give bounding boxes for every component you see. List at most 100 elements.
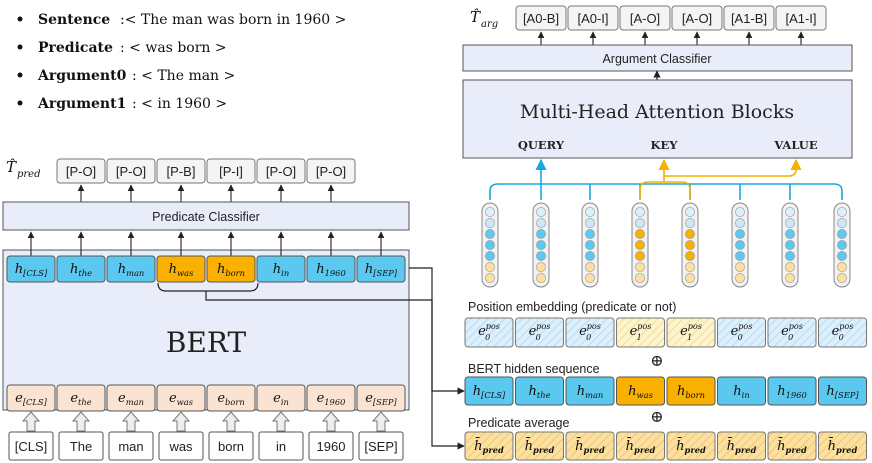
right-hidden-born: hborn xyxy=(666,376,716,406)
argument-output-label: [A0-I] xyxy=(577,11,608,26)
left-hidden-symbol: hborn xyxy=(217,262,245,278)
predicate-output-label: [P-B] xyxy=(167,164,196,179)
example-bullets: Sentence :< The man was born in 1960 > P… xyxy=(17,12,346,112)
predicate-output-labels: [P-O][P-O][P-B][P-I][P-O][P-O] xyxy=(56,158,356,202)
left-hidden-symbol: h[SEP] xyxy=(365,262,398,278)
predicate-classifier-label: Predicate Classifier xyxy=(152,210,260,224)
predicate-average-symbol: h̄pred xyxy=(474,437,504,455)
input-token-label: in xyxy=(276,439,286,454)
right-hidden-symbol: h[CLS] xyxy=(473,384,506,400)
predicate-average-symbol: h̄pred xyxy=(828,437,858,455)
key-label: KEY xyxy=(651,138,679,152)
predicate-average-4: h̄pred xyxy=(666,431,716,461)
predicate-average-symbol: h̄pred xyxy=(626,437,656,455)
t-pred-subscript: pred xyxy=(17,169,41,180)
input-token-5: in xyxy=(258,411,304,461)
left-hidden-in: hin xyxy=(256,231,306,283)
vector-column-5 xyxy=(731,202,749,288)
argument1-value: : < in 1960 > xyxy=(132,96,227,112)
left-embedding-[SEP]: e[SEP] xyxy=(356,384,406,412)
predicate-average-2: h̄pred xyxy=(565,431,615,461)
argument-output-labels: [A0-B][A0-I][A-O][A-O][A1-B][A1-I] xyxy=(515,5,827,45)
argument-output-3: [A-O] xyxy=(671,5,723,45)
argument-output-5: [A1-I] xyxy=(775,5,827,45)
input-token-label: 1960 xyxy=(317,439,346,454)
predicate-average-symbol: h̄pred xyxy=(777,437,807,455)
plus-symbol-1: ⊕ xyxy=(650,351,663,370)
t-pred-symbol: T̂ xyxy=(6,158,17,176)
left-hidden-symbol: h1960 xyxy=(316,262,346,278)
example-item-sentence: Sentence :< The man was born in 1960 > xyxy=(17,12,346,28)
left-embedding-symbol: eman xyxy=(118,391,144,407)
predicate-output-label: [P-O] xyxy=(66,164,96,179)
predicate-output-4: [P-O] xyxy=(256,158,306,202)
predicate-output-3: [P-I] xyxy=(206,158,256,202)
predicate-average-0: h̄pred xyxy=(464,431,514,461)
example-item-argument0: Argument0 : < The man > xyxy=(17,68,235,84)
argument-output-label: [A-O] xyxy=(682,11,712,26)
left-hidden-[CLS]: h[CLS] xyxy=(6,231,56,283)
hidden-to-right-connector xyxy=(409,267,465,395)
input-token-label: [CLS] xyxy=(15,439,48,454)
input-token-0: [CLS] xyxy=(8,411,54,461)
left-hidden-was: hwas xyxy=(156,231,206,283)
left-hidden-symbol: hwas xyxy=(169,262,194,278)
right-hidden-1960: h1960 xyxy=(767,376,817,406)
left-hidden-1960: h1960 xyxy=(306,231,356,283)
predicate-output-1: [P-O] xyxy=(106,158,156,202)
left-hidden-symbol: hin xyxy=(273,262,289,278)
right-hidden-man: hman xyxy=(565,376,615,406)
predicate-average-symbol: h̄pred xyxy=(727,437,757,455)
predicate-output-label: [P-O] xyxy=(266,164,296,179)
right-hidden-symbol: hin xyxy=(733,384,749,400)
predicate-output-2: [P-B] xyxy=(156,158,206,202)
left-hidden-the: hthe xyxy=(56,231,106,283)
vector-column-6 xyxy=(781,202,799,288)
left-hidden-born: hborn xyxy=(206,231,256,283)
predicate-average-symbol: h̄pred xyxy=(575,437,605,455)
right-hidden-symbol: hwas xyxy=(628,384,653,400)
predicate-key: Predicate xyxy=(38,40,113,56)
predicate-span-bracket xyxy=(157,282,259,292)
left-embedding-in: ein xyxy=(256,384,306,412)
plus-symbol-2: ⊕ xyxy=(650,407,663,426)
input-token-3: was xyxy=(158,411,204,461)
right-hidden-[SEP]: h[SEP] xyxy=(818,376,867,406)
input-token-1: The xyxy=(58,411,104,461)
argument0-value: : < The man > xyxy=(132,68,235,84)
input-token-2: man xyxy=(108,411,154,461)
input-token-4: born xyxy=(208,411,254,461)
input-token-label: man xyxy=(118,439,143,454)
key-value-input-lines xyxy=(639,158,802,200)
right-hidden-was: hwas xyxy=(616,376,665,406)
right-hidden-in: hin xyxy=(717,376,766,406)
left-embedding-symbol: e1960 xyxy=(317,391,347,407)
predicate-average-3: h̄pred xyxy=(616,431,665,461)
right-hidden-[CLS]: h[CLS] xyxy=(464,376,514,406)
argument-output-2: [A-O] xyxy=(619,5,671,45)
vector-column-1 xyxy=(532,202,550,288)
left-hidden-symbol: hthe xyxy=(70,262,92,278)
predicate-value: : < was born > xyxy=(120,40,227,56)
input-token-label: [SEP] xyxy=(364,439,397,454)
query-label: QUERY xyxy=(518,138,565,152)
left-embedding-born: eborn xyxy=(206,384,256,412)
vector-column-4 xyxy=(681,202,699,288)
multi-head-attention-box xyxy=(462,79,853,159)
argument-output-1: [A0-I] xyxy=(567,5,619,45)
right-hidden-symbol: h1960 xyxy=(777,384,807,400)
left-embedding-symbol: e[CLS] xyxy=(15,391,48,407)
bert-label: BERT xyxy=(166,326,247,359)
left-embedding-symbol: ewas xyxy=(169,391,193,407)
predicate-average-row: h̄pred h̄pred h̄pred h̄pred h̄pred h̄pred h̄pr… xyxy=(464,431,867,461)
right-hidden-symbol: hman xyxy=(577,384,604,400)
